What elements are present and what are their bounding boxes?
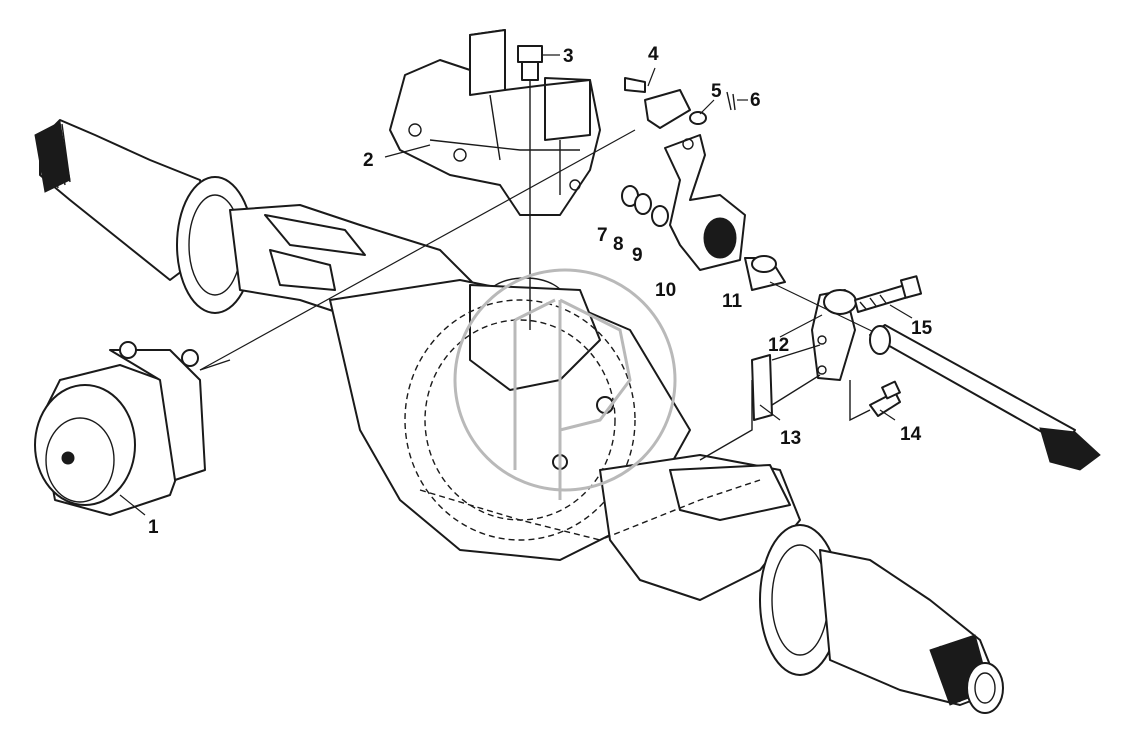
bolt-3 [517, 45, 543, 330]
callout-5: 5 [711, 81, 722, 102]
callout-6: 6 [750, 90, 761, 111]
callout-15: 15 [911, 318, 933, 339]
callout-1: 1 [148, 517, 159, 538]
callout-11: 11 [722, 291, 743, 312]
slack-adjuster [664, 134, 746, 271]
callout-14: 14 [900, 424, 922, 445]
bushing [744, 255, 786, 291]
callout-labels: 1 2 3 4 5 6 7 8 9 10 11 12 13 14 15 [148, 44, 933, 538]
callout-13: 13 [780, 428, 801, 449]
plate [699, 344, 821, 461]
bolt-14 [849, 380, 901, 422]
camshaft [769, 281, 1101, 471]
callout-12: 12 [768, 335, 789, 356]
callout-3: 3 [563, 46, 574, 67]
callout-8: 8 [613, 234, 624, 255]
callout-9: 9 [632, 245, 643, 266]
watermark-logo [453, 268, 677, 500]
leader-lines [119, 54, 913, 516]
clevis-pin-assembly [199, 77, 736, 371]
axle-housing [34, 119, 1004, 714]
bolt-15 [854, 275, 923, 313]
callout-4: 4 [648, 44, 659, 65]
washers [621, 185, 669, 227]
camshaft-bracket [811, 289, 857, 381]
brake-chamber [34, 341, 231, 516]
bracket [389, 29, 601, 216]
callout-2: 2 [363, 150, 374, 171]
callout-10: 10 [655, 280, 676, 301]
callout-7: 7 [597, 225, 608, 246]
